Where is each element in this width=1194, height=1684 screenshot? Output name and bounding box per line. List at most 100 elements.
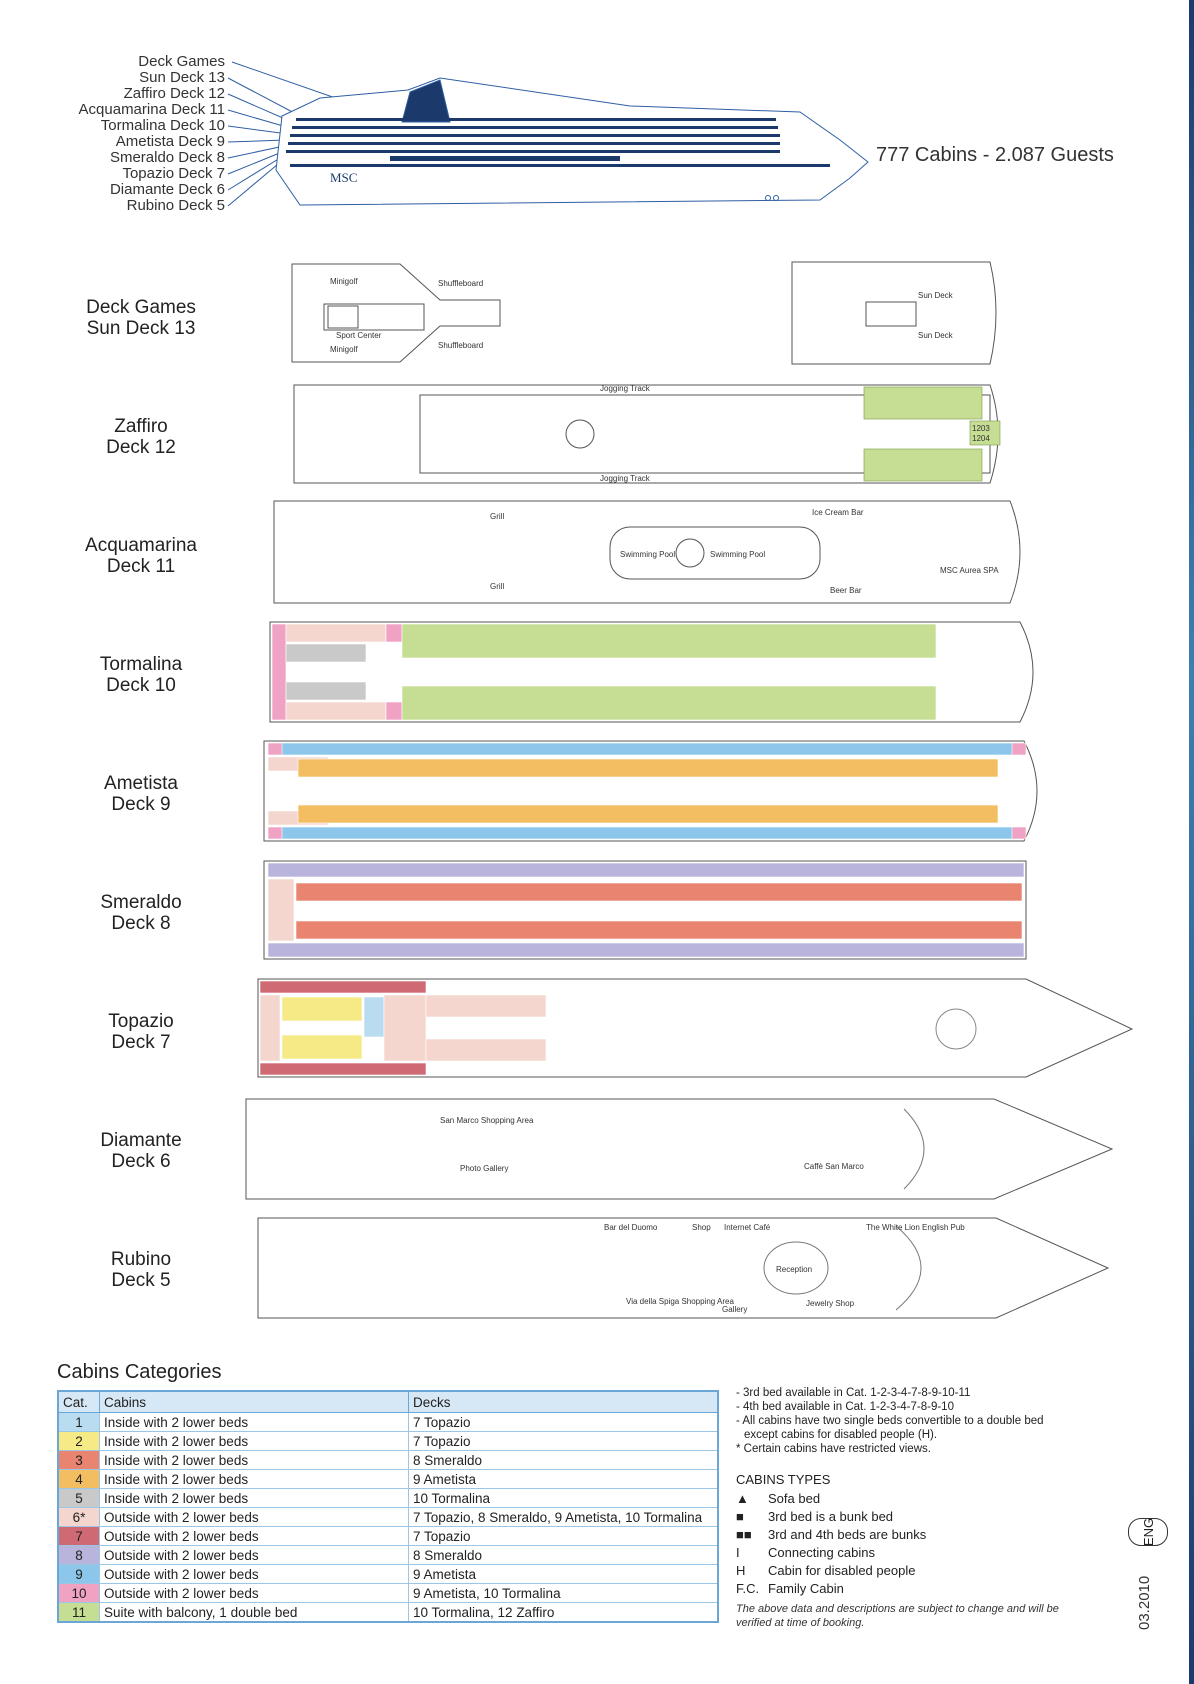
svg-text:Sun Deck: Sun Deck <box>918 291 954 300</box>
bunk-bed-icon: ■ <box>736 1509 744 1524</box>
cabin-type-row: ▲Sofa bed <box>736 1491 821 1506</box>
category-cat: 9 <box>57 1564 100 1584</box>
category-decks: 9 Ametista <box>408 1564 719 1584</box>
ship-profile-drawing: MSC <box>227 61 869 207</box>
category-cabins: Outside with 2 lower beds <box>99 1526 409 1546</box>
category-cat: 6* <box>57 1507 100 1527</box>
language-badge: ENG <box>1128 1518 1168 1546</box>
profile-label: Ametista Deck 9 <box>115 133 225 150</box>
page-edge-stripe <box>1189 0 1194 1684</box>
categories-title: Cabins Categories <box>57 1361 222 1383</box>
deck-plan-10 <box>268 620 1048 724</box>
svg-text:1203: 1203 <box>972 424 990 433</box>
svg-text:Photo Gallery: Photo Gallery <box>460 1164 508 1173</box>
category-decks: 8 Smeraldo <box>408 1545 719 1565</box>
category-cabins: Inside with 2 lower beds <box>99 1412 409 1432</box>
svg-text:Shop: Shop <box>692 1223 711 1232</box>
note-line: - 4th bed available in Cat. 1-2-3-4-7-8-… <box>736 1401 954 1413</box>
category-cat: 10 <box>57 1583 100 1603</box>
capacity-headline: 777 Cabins - 2.087 Guests <box>876 144 1114 166</box>
deck-plan-12: Jogging Track Jogging Track 1203 1204 <box>290 381 1010 487</box>
svg-text:Caffè San Marco: Caffè San Marco <box>804 1162 864 1171</box>
svg-text:Shuffleboard: Shuffleboard <box>438 341 483 350</box>
category-decks: 8 Smeraldo <box>408 1450 719 1470</box>
category-cat: 2 <box>57 1431 100 1451</box>
cabins-7 <box>259 980 547 1076</box>
svg-text:Gallery: Gallery <box>722 1305 747 1314</box>
cabins-9 <box>267 742 1027 840</box>
svg-text:Via della Spiga Shopping Area: Via della Spiga Shopping Area <box>626 1297 734 1306</box>
deck-plan-5: Bar del Duomo Internet Café The White Li… <box>256 1216 1118 1320</box>
profile-label: Smeraldo Deck 8 <box>109 149 225 166</box>
category-cabins: Inside with 2 lower beds <box>99 1450 409 1470</box>
note-line: * Certain cabins have restricted views. <box>736 1443 931 1455</box>
profile-label: Diamante Deck 6 <box>109 181 225 198</box>
svg-text:Swimming Pool: Swimming Pool <box>620 550 675 559</box>
svg-text:Ice Cream Bar: Ice Cream Bar <box>812 508 864 517</box>
profile-label: Deck Games <box>138 53 225 70</box>
svg-text:1204: 1204 <box>972 434 990 443</box>
disclaimer: The above data and descriptions are subj… <box>736 1603 1059 1629</box>
deck-plan-11: Grill Grill Swimming Pool Swimming Pool … <box>270 497 1030 607</box>
cabin-notes: - 3rd bed available in Cat. 1-2-3-4-7-8-… <box>736 1386 1096 1456</box>
svg-text:Jogging Track: Jogging Track <box>600 384 651 393</box>
category-cabins: Outside with 2 lower beds <box>99 1564 409 1584</box>
cabins-10 <box>271 623 937 721</box>
category-cat: 3 <box>57 1450 100 1470</box>
category-decks: 7 Topazio <box>408 1431 719 1451</box>
svg-text:Jewelry Shop: Jewelry Shop <box>806 1299 855 1308</box>
double-bunk-icon: ■■ <box>736 1527 752 1542</box>
svg-text:Bar del Duomo: Bar del Duomo <box>604 1223 658 1232</box>
suites-12-fwd <box>863 386 1001 482</box>
category-decks: 10 Tormalina <box>408 1488 719 1508</box>
note-line: except cabins for disabled people (H). <box>744 1429 938 1441</box>
category-decks: 7 Topazio <box>408 1526 719 1546</box>
category-cat: 11 <box>57 1602 100 1623</box>
category-cat: 4 <box>57 1469 100 1489</box>
svg-text:Grill: Grill <box>490 582 504 591</box>
category-cabins: Outside with 2 lower beds <box>99 1545 409 1565</box>
category-cabins: Inside with 2 lower beds <box>99 1488 409 1508</box>
col-decks: Decks <box>408 1390 719 1413</box>
profile-label: Acquamarina Deck 11 <box>78 101 225 118</box>
svg-text:MSC Aurea SPA: MSC Aurea SPA <box>940 566 999 575</box>
connecting-icon: I <box>736 1545 740 1560</box>
category-cat: 1 <box>57 1412 100 1432</box>
svg-text:Internet Café: Internet Café <box>724 1223 771 1232</box>
svg-text:Sport Center: Sport Center <box>336 331 382 340</box>
deck-plan-7 <box>256 977 1136 1079</box>
svg-text:Swimming Pool: Swimming Pool <box>710 550 765 559</box>
sofa-bed-icon: ▲ <box>736 1491 749 1506</box>
disabled-icon: H <box>736 1563 746 1578</box>
category-decks: 10 Tormalina, 12 Zaffiro <box>408 1602 719 1623</box>
col-cabins: Cabins <box>99 1390 409 1413</box>
svg-text:Reception: Reception <box>776 1265 812 1274</box>
profile-label: Topazio Deck 7 <box>122 165 225 182</box>
category-decks: 7 Topazio, 8 Smeraldo, 9 Ametista, 10 To… <box>408 1507 719 1527</box>
profile-label: Rubino Deck 5 <box>126 197 225 214</box>
category-cat: 8 <box>57 1545 100 1565</box>
category-cabins: Outside with 2 lower beds <box>99 1507 409 1527</box>
col-cat: Cat. <box>57 1390 100 1413</box>
deck-plan-8 <box>262 859 1032 961</box>
category-cabins: Outside with 2 lower beds <box>99 1583 409 1603</box>
svg-text:Jogging Track: Jogging Track <box>600 474 651 483</box>
svg-text:MSC: MSC <box>330 170 357 185</box>
deck-plan-6: San Marco Shopping Area Photo Gallery Ca… <box>244 1097 1124 1201</box>
category-decks: 7 Topazio <box>408 1412 719 1432</box>
svg-text:The White Lion English Pub: The White Lion English Pub <box>866 1223 965 1232</box>
